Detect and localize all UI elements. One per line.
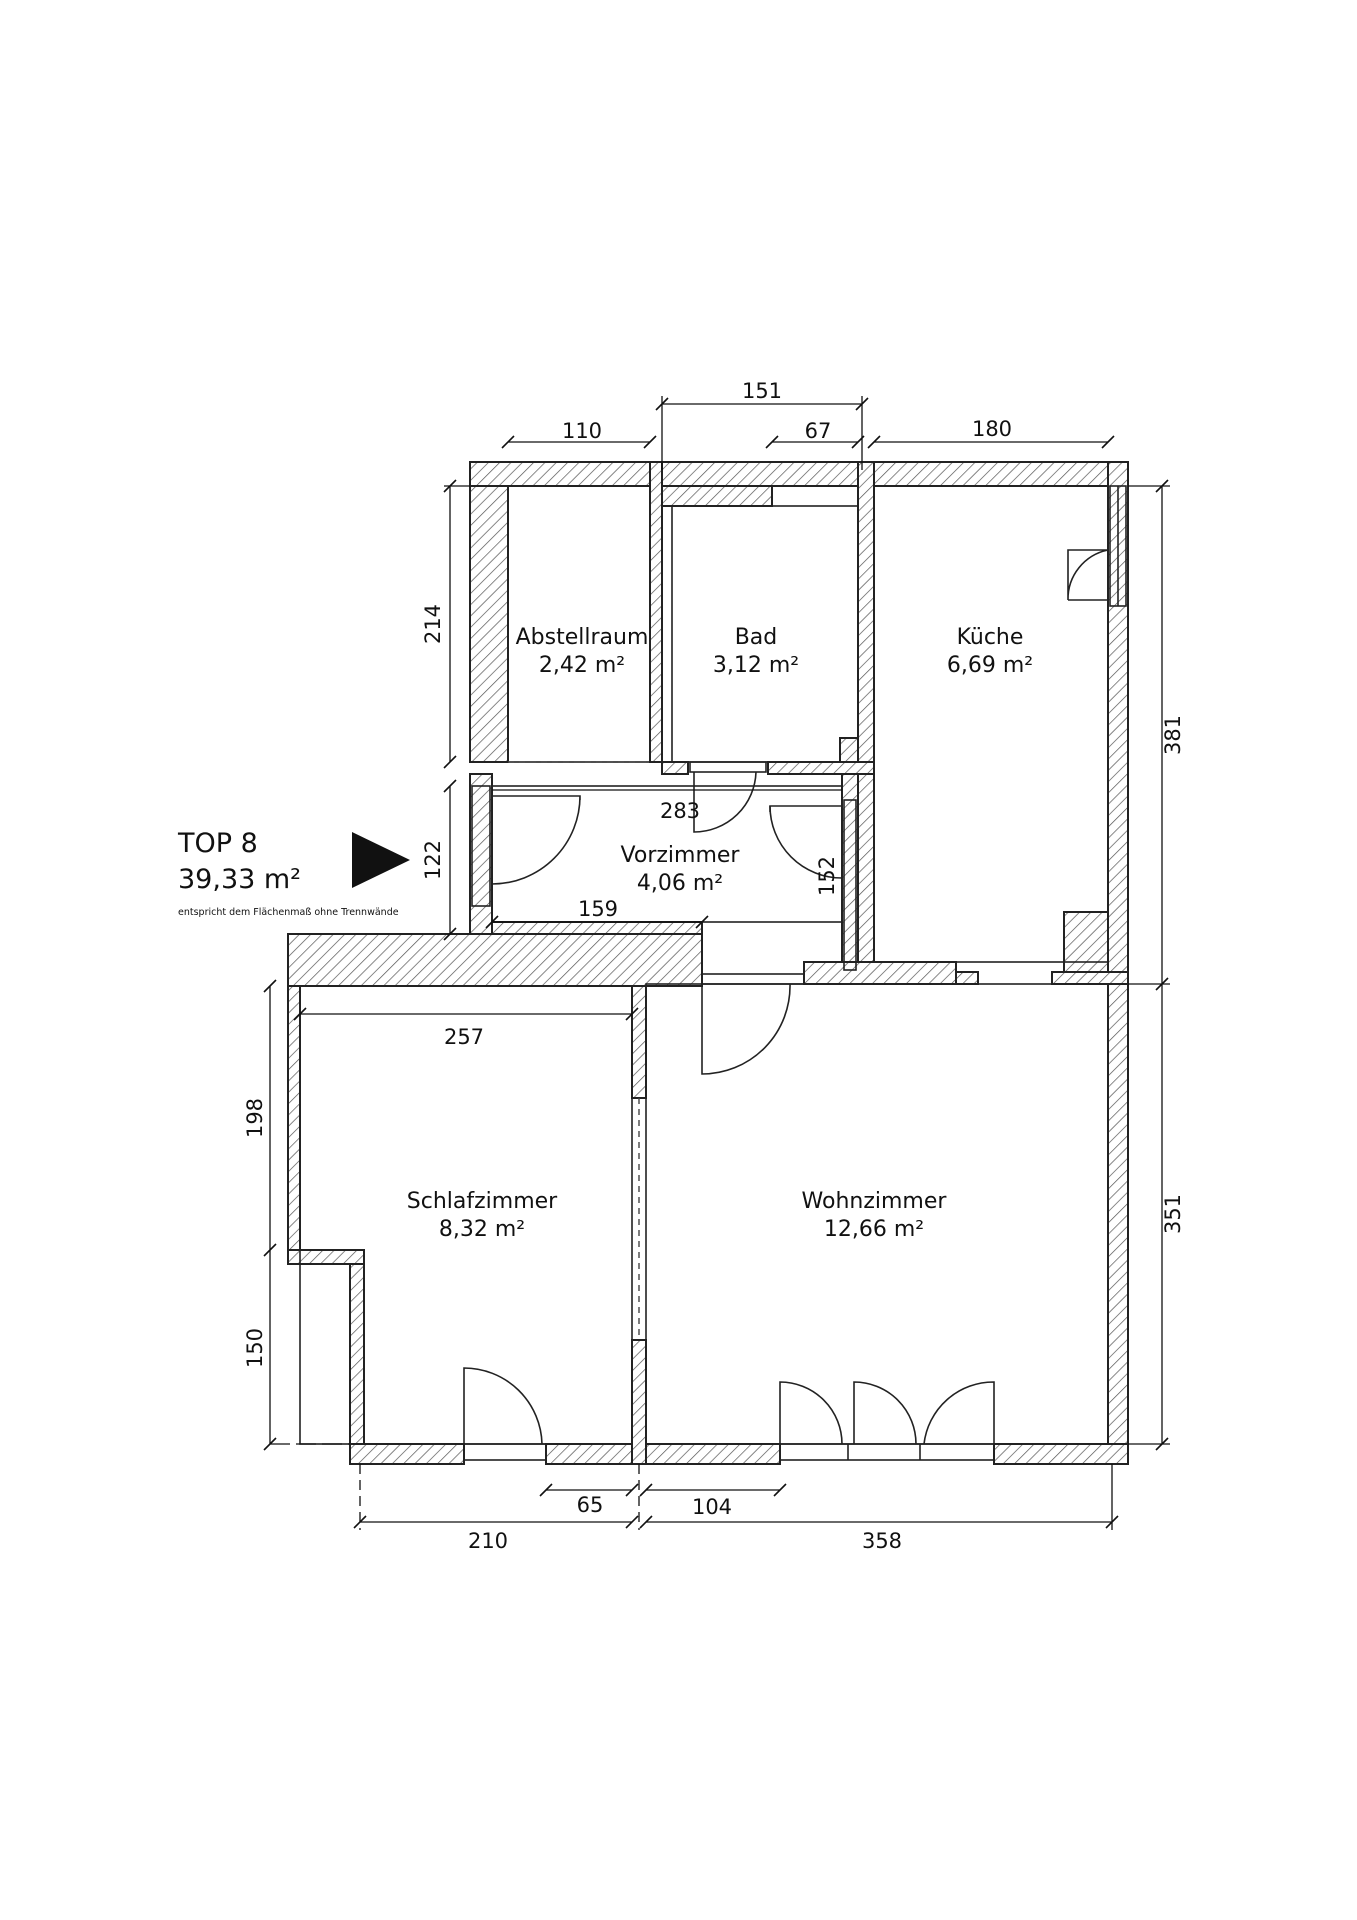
wall-above-wohnzimmer-2 — [955, 971, 979, 985]
wall-right-wohnzimmer — [1107, 983, 1129, 1465]
room-bad-area: 3,12 m² — [713, 653, 799, 678]
wall-left-schlaf-step — [287, 1249, 365, 1265]
dim-bottom-104: 104 — [692, 1495, 732, 1519]
dimension-labels: 151 110 67 180 214 122 198 150 381 351 2… — [243, 379, 1185, 1553]
apartment-info: TOP 8 39,33 m² entspricht dem Flächenmaß… — [177, 828, 410, 918]
room-abstellraum-area: 2,42 m² — [539, 653, 625, 678]
dim-left-122: 122 — [421, 840, 445, 880]
room-wohnzimmer-area: 12,66 m² — [824, 1217, 924, 1242]
wall-top-abstellraum — [469, 461, 651, 487]
dim-bottom-65: 65 — [577, 1493, 604, 1517]
dim-left-214: 214 — [421, 604, 445, 644]
apartment-title: TOP 8 — [177, 828, 258, 859]
wall-abstell-bad — [649, 461, 663, 763]
door-schlafzimmer-balcony — [463, 1367, 543, 1445]
apartment-area: 39,33 m² — [178, 864, 301, 895]
wall-bad-bottom — [661, 761, 689, 775]
dim-left-198: 198 — [243, 1098, 267, 1138]
dim-inner-159: 159 — [578, 897, 618, 921]
doors — [463, 549, 1109, 1461]
room-abstellraum-name: Abstellraum — [516, 625, 649, 650]
dim-right-381: 381 — [1161, 715, 1185, 755]
door-wohnzimmer-balcony-2 — [853, 1381, 917, 1445]
wall-left-abstellraum — [469, 485, 509, 763]
wall-bad-kueche — [857, 461, 875, 763]
dim-inner-283: 283 — [660, 799, 700, 823]
wall-schlaf-wohn-lower — [631, 1339, 647, 1465]
door-kueche — [1067, 549, 1109, 601]
room-wohnzimmer-name: Wohnzimmer — [802, 1189, 948, 1214]
walls — [287, 461, 1129, 1465]
wall-schlaf-wohn-upper — [631, 985, 647, 1099]
dim-right-351: 351 — [1161, 1194, 1185, 1234]
wall-vorzimmer-schlafzimmer — [287, 933, 703, 987]
room-vorzimmer-name: Vorzimmer — [621, 843, 741, 868]
wall-bad-bottom-right — [767, 761, 875, 775]
wall-above-wohnzimmer — [803, 961, 957, 985]
wall-kueche-left-lower — [857, 773, 875, 965]
dim-top-151: 151 — [742, 379, 782, 403]
dim-bottom-210: 210 — [468, 1529, 508, 1553]
wall-bottom-schlaf-b — [545, 1443, 633, 1465]
inner-outlines — [299, 485, 1127, 1445]
dimension-lines — [263, 396, 1170, 1530]
entrance-arrow-icon — [352, 832, 410, 888]
door-wohnzimmer-balcony-1 — [779, 1381, 843, 1445]
wall-vorzimmer-bottom — [491, 921, 703, 935]
wall-top-kueche — [857, 461, 1129, 487]
door-kueche-vorzimmer — [769, 805, 843, 879]
wall-bottom-wohn-b — [993, 1443, 1129, 1465]
wall-above-wohnzimmer-3 — [1051, 971, 1129, 985]
room-schlafzimmer-area: 8,32 m² — [439, 1217, 525, 1242]
room-labels: Abstellraum 2,42 m² Bad 3,12 m² Küche 6,… — [407, 625, 1033, 1242]
room-vorzimmer-area: 4,06 m² — [637, 871, 723, 896]
dim-top-110: 110 — [562, 419, 602, 443]
dim-top-180: 180 — [972, 417, 1012, 441]
room-kueche-name: Küche — [957, 625, 1024, 650]
wall-left-vorzimmer — [469, 773, 493, 935]
room-kueche-area: 6,69 m² — [947, 653, 1033, 678]
room-bad-name: Bad — [735, 625, 778, 650]
wall-bottom-wohn-a — [645, 1443, 781, 1465]
apartment-note: entspricht dem Flächenmaß ohne Trennwänd… — [178, 907, 399, 918]
wall-bad-notch — [839, 737, 859, 763]
door-entrance — [491, 795, 581, 885]
wall-kueche-pillar — [1063, 911, 1109, 973]
door-bad — [693, 771, 757, 833]
dim-left-150: 150 — [243, 1328, 267, 1368]
dim-bottom-358: 358 — [862, 1529, 902, 1553]
wall-bottom-schlaf-a — [349, 1443, 465, 1465]
dim-inner-152: 152 — [815, 856, 839, 896]
wall-left-schlaf-lower — [349, 1263, 365, 1445]
wall-left-schlaf-upper — [287, 985, 301, 1251]
room-schlafzimmer-name: Schlafzimmer — [407, 1189, 558, 1214]
wall-bad-bulkhead — [661, 485, 773, 507]
dim-inner-257: 257 — [444, 1025, 484, 1049]
door-wohnzimmer — [701, 983, 791, 1075]
door-wohnzimmer-balcony-3 — [923, 1381, 995, 1445]
dim-top-67: 67 — [805, 419, 832, 443]
wall-top-bad — [661, 461, 859, 487]
